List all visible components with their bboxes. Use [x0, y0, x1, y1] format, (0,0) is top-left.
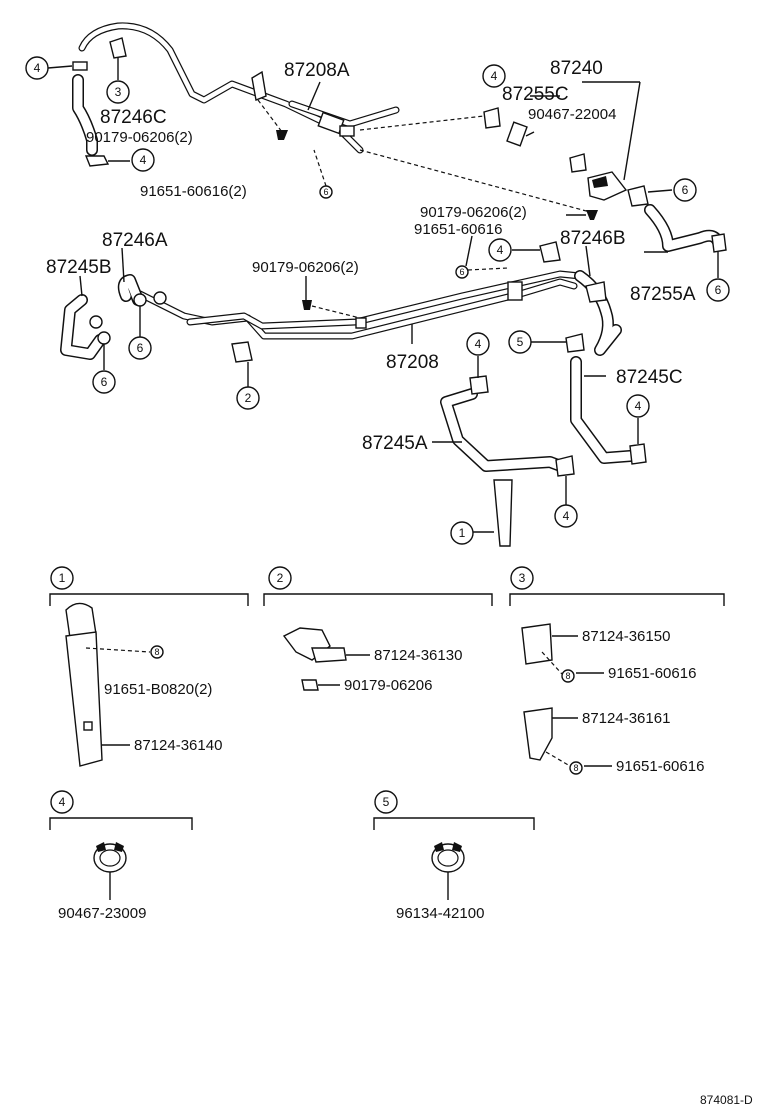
detail-3-part-2: 91651-60616 [608, 665, 696, 682]
callout-6: 6 [137, 341, 144, 355]
detail-4: 4 90467-23009 [49, 790, 193, 922]
detail-2-part-1: 87124-36130 [374, 647, 462, 664]
label-90467-22004: 90467-22004 [528, 106, 616, 123]
label-87246b: 87246B [560, 228, 626, 249]
label-87245c: 87245C [616, 367, 683, 388]
clip-87255a [711, 233, 727, 278]
svg-text:8: 8 [565, 671, 570, 681]
detail-2-num: 2 [277, 571, 284, 585]
detail-5-part-1: 96134-42100 [396, 905, 484, 922]
nut-mid [455, 265, 469, 279]
label-91651-top: 91651-60616(2) [140, 183, 247, 200]
detail-5: 5 96134-42100 [373, 790, 535, 922]
callout-6: 6 [682, 183, 689, 197]
callout-4: 4 [475, 337, 482, 351]
clamp-87246b [585, 281, 607, 303]
label-90179-left: 90179-06206(2) [252, 259, 359, 276]
callout-4: 4 [635, 399, 642, 413]
callout-4: 4 [140, 153, 147, 167]
hose-87245a [440, 388, 572, 474]
bolt-top [276, 130, 288, 140]
detail-1-part-1: 91651-B0820(2) [104, 681, 212, 698]
hose-87245b [60, 294, 106, 360]
diagram-code: 874081-D [700, 1093, 753, 1107]
label-87255a: 87255A [630, 284, 696, 305]
label-87255c: 87255C [502, 84, 569, 105]
clamps-left [89, 291, 167, 370]
callout-4: 4 [491, 69, 498, 83]
callout-1: 1 [459, 526, 466, 540]
bracket-top [251, 70, 267, 101]
detail-3: 3 87124-36150 8 91651-60616 87124-36161 … [509, 566, 725, 775]
callout-4: 4 [563, 509, 570, 523]
svg-text:6: 6 [459, 267, 464, 277]
clamp-5-mid [530, 333, 585, 353]
svg-text:8: 8 [154, 647, 159, 657]
svg-text:8: 8 [573, 763, 578, 773]
detail-3-num: 3 [519, 571, 526, 585]
clamp-main-1 [355, 281, 523, 329]
detail-5-num: 5 [383, 795, 390, 809]
detail-4-num: 4 [59, 795, 66, 809]
hose-87245c [570, 356, 636, 464]
bracket-1-lower [470, 479, 513, 547]
clip-87240 [569, 153, 587, 173]
detail-3-part-1: 87124-36150 [582, 628, 670, 645]
detail-3-part-4: 91651-60616 [616, 758, 704, 775]
clamp-4-mid [512, 241, 561, 263]
label-90179-top: 90179-06206(2) [86, 129, 193, 146]
label-87208a: 87208A [284, 60, 350, 81]
clamp-lower-left [84, 155, 130, 167]
detail-1-part-2: 87124-36140 [134, 737, 222, 754]
label-87246a: 87246A [102, 230, 168, 251]
detail-3-part-3: 87124-36161 [582, 710, 670, 727]
label-87240: 87240 [550, 58, 603, 79]
tube-90467-22004 [506, 121, 528, 147]
hose-87255a [644, 204, 724, 252]
clamps-lower [469, 356, 647, 506]
valve-87240 [587, 171, 628, 201]
detail-2: 2 87124-36130 90179-06206 [263, 566, 493, 694]
callout-3: 3 [115, 85, 122, 99]
bolt-mid [586, 210, 598, 220]
clamp-2 [231, 341, 253, 388]
detail-2-part-2: 90179-06206 [344, 677, 432, 694]
label-90179-mid: 90179-06206(2) [420, 204, 527, 221]
clamp-5-right [627, 185, 673, 207]
callout-2: 2 [245, 391, 252, 405]
callout-4: 4 [34, 61, 41, 75]
pipe-87208a [78, 22, 400, 154]
clamp-3-top [109, 37, 127, 80]
detail-4-part-1: 90467-23009 [58, 905, 146, 922]
hose-87246c [72, 74, 98, 156]
leader-lines [79, 81, 668, 443]
callout-5: 5 [517, 335, 524, 349]
callout-6: 6 [715, 283, 722, 297]
part-labels: 87208A 87240 87255C 90467-22004 87246C 9… [46, 58, 696, 454]
callout-4: 4 [497, 243, 504, 257]
clip-87255c [483, 107, 501, 129]
label-87208: 87208 [386, 352, 439, 373]
clamp-top-left [47, 61, 88, 71]
label-91651-mid: 91651-60616 [414, 221, 502, 238]
label-87245a: 87245A [362, 433, 428, 454]
callout-6: 6 [101, 375, 108, 389]
label-87245b: 87245B [46, 257, 112, 278]
callout-circles: 4 3 4 4 6 4 6 6 6 2 5 4 4 4 1 [25, 56, 730, 545]
hose-87246a [117, 274, 144, 306]
svg-text:6: 6 [323, 187, 328, 197]
detail-1: 1 8 91651-B0820(2) 87124-36140 [49, 566, 249, 767]
label-87246c: 87246C [100, 107, 167, 128]
bolt-left [302, 300, 361, 319]
detail-1-num: 1 [59, 571, 66, 585]
